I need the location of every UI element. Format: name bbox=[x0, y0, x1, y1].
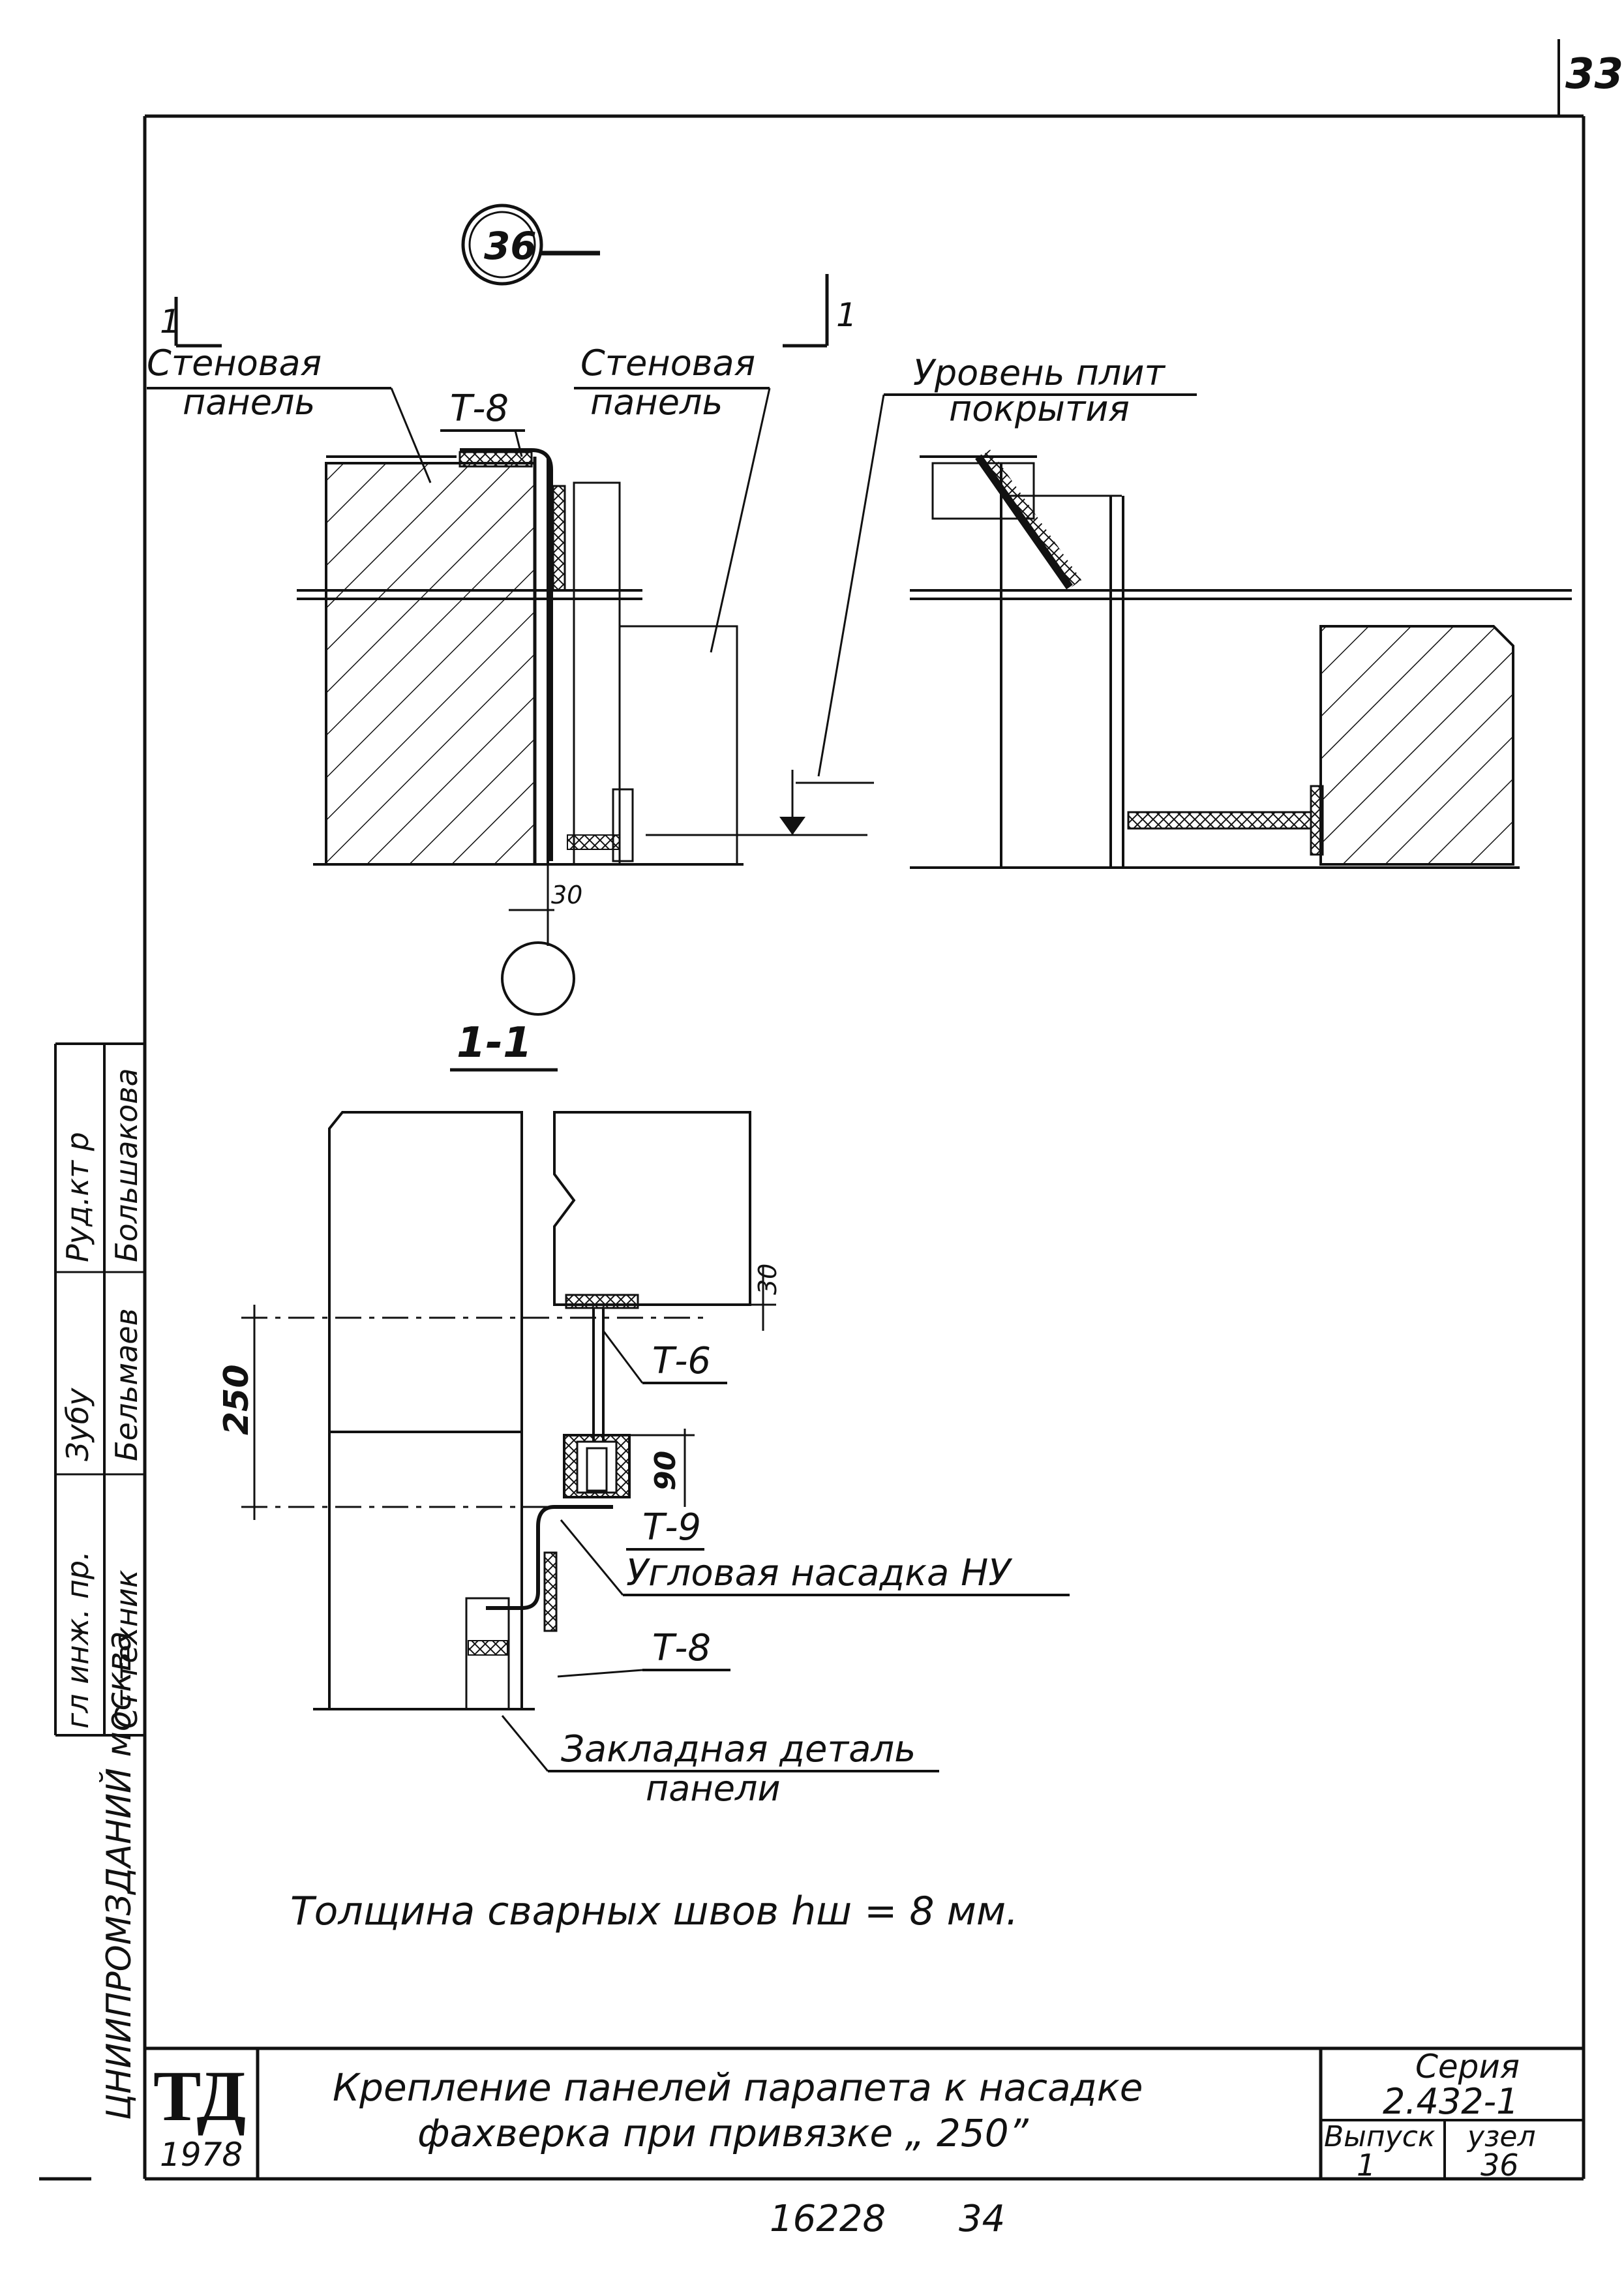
svg-text:1: 1 bbox=[836, 296, 857, 334]
svg-text:250: 250 bbox=[217, 1364, 256, 1435]
series-label: Серия bbox=[1415, 2048, 1520, 2086]
callout-t9: Т-9 bbox=[626, 1506, 704, 1551]
svg-text:Ст техник: Ст техник bbox=[109, 1570, 144, 1729]
doc-number: 16228 bbox=[770, 2198, 886, 2240]
svg-text:1: 1 bbox=[160, 303, 181, 341]
svg-text:Стеновая: Стеновая bbox=[580, 342, 755, 384]
svg-text:Руд.кт р: Руд.кт р bbox=[60, 1132, 95, 1262]
sheet-number: 34 bbox=[959, 2198, 1005, 2240]
svg-text:Закладная деталь: Закладная деталь bbox=[561, 1728, 916, 1770]
callout-wall-panel-mid: Стеновая панель bbox=[574, 342, 771, 653]
callout-wall-panel-left: Стеновая панель bbox=[147, 342, 432, 483]
node-label: узел bbox=[1466, 2120, 1536, 2153]
callout-t8-top: Т-8 bbox=[440, 387, 525, 457]
svg-text:Уровень плит: Уровень плит bbox=[913, 352, 1165, 393]
svg-text:Стеновая: Стеновая bbox=[147, 342, 322, 384]
title-line2: фахверка при привязке „ 250” bbox=[417, 2111, 1029, 2155]
svg-text:Т-8: Т-8 bbox=[450, 387, 509, 430]
signature-strip: гл инж. пр. Ст техник Зубу Бельмаев Руд.… bbox=[54, 1042, 146, 1737]
section-mark-left: 1 bbox=[160, 297, 222, 348]
svg-text:Зубу: Зубу bbox=[60, 1388, 95, 1461]
section-title: 1-1 bbox=[450, 1019, 558, 1072]
elevation-left: 30 bbox=[297, 448, 874, 1016]
section-mark-right: 1 bbox=[783, 274, 857, 348]
svg-text:гл инж. пр.: гл инж. пр. bbox=[60, 1551, 95, 1729]
node-marker-label: 36 bbox=[484, 224, 537, 268]
callout-embedded-part: Закладная деталь панели bbox=[501, 1715, 939, 1809]
page-number: 33 bbox=[1565, 50, 1623, 99]
issue-value: 1 bbox=[1357, 2148, 1376, 2183]
td-logo: ТД bbox=[153, 2056, 246, 2136]
svg-text:30: 30 bbox=[753, 1264, 782, 1295]
callout-roof-level: Уровень плит покрытия bbox=[817, 352, 1197, 777]
callout-t8-bottom: Т-8 bbox=[557, 1627, 730, 1678]
callout-corner-nozzle: Угловая насадка НУ bbox=[560, 1519, 1070, 1596]
node-value: 36 bbox=[1481, 2148, 1519, 2183]
svg-text:1-1: 1-1 bbox=[457, 1019, 532, 1067]
issue-label: Выпуск bbox=[1324, 2120, 1436, 2153]
svg-text:Т-9: Т-9 bbox=[642, 1506, 701, 1549]
svg-text:90: 90 bbox=[649, 1451, 682, 1491]
callout-t6: Т-6 bbox=[602, 1330, 727, 1384]
title-block: ТД 1978 Крепление панелей парапета к нас… bbox=[145, 2046, 1584, 2183]
svg-text:панели: панели bbox=[646, 1768, 781, 1809]
svg-text:Большакова: Большакова bbox=[109, 1068, 144, 1262]
title-year: 1978 bbox=[160, 2136, 243, 2174]
section-1-1-drawing: 250 90 30 bbox=[217, 1111, 782, 1710]
institute-stamp: ЦНИИПРОМЗДАНИЙ москва bbox=[99, 1631, 139, 2120]
elevation-right bbox=[910, 449, 1572, 869]
weld-note: Толщина сварных швов hш = 8 мм. bbox=[290, 1889, 1018, 1934]
svg-text:Т-8: Т-8 bbox=[652, 1627, 711, 1669]
node-marker: 36 bbox=[461, 204, 600, 286]
sheet-frame bbox=[143, 39, 1586, 2181]
title-line1: Крепление панелей парапета к насадке bbox=[333, 2065, 1143, 2110]
svg-text:Бельмаев: Бельмаев bbox=[109, 1308, 144, 1461]
svg-text:30: 30 bbox=[551, 881, 582, 909]
series-value: 2.432-1 bbox=[1383, 2081, 1518, 2122]
svg-text:Угловая насадка НУ: Угловая насадка НУ bbox=[626, 1552, 1013, 1594]
svg-text:Т-6: Т-6 bbox=[652, 1340, 711, 1382]
